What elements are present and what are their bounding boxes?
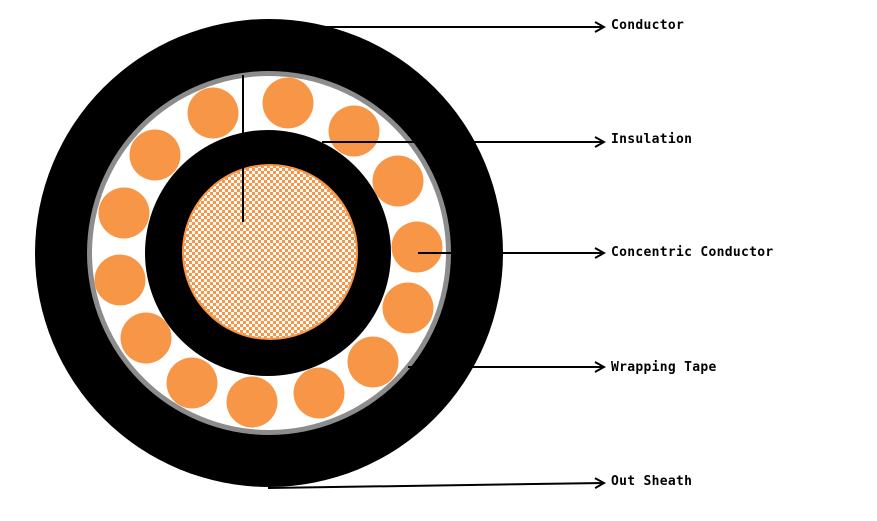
label-out-sheath: Out Sheath: [611, 474, 693, 489]
concentric-wire: [94, 254, 146, 306]
concentric-wires: [94, 77, 443, 428]
concentric-wire: [347, 336, 399, 388]
concentric-wire: [226, 376, 278, 428]
concentric-wire: [391, 221, 443, 273]
concentric-wire: [328, 105, 380, 157]
out-sheath-arrow: [267, 483, 604, 488]
concentric-wire: [382, 282, 434, 334]
concentric-wire: [120, 312, 172, 364]
concentric-wire: [293, 367, 345, 419]
conductor-core: [182, 164, 358, 340]
concentric-wire: [372, 155, 424, 207]
concentric-wire: [262, 77, 314, 129]
concentric-wire: [166, 357, 218, 409]
concentric-wire: [187, 87, 239, 139]
label-wrapping-tape: Wrapping Tape: [611, 360, 717, 375]
label-concentric-conductor: Concentric Conductor: [611, 245, 774, 260]
label-conductor: Conductor: [611, 18, 685, 33]
concentric-wire: [129, 129, 181, 181]
concentric-wire: [98, 187, 150, 239]
label-insulation: Insulation: [611, 132, 693, 147]
